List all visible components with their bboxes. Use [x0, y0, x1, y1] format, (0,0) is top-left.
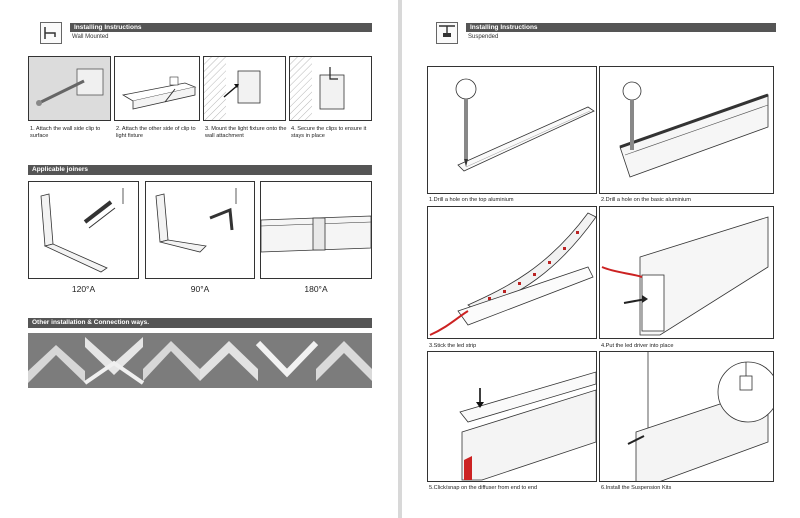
wall-step-2-caption: 2. Attach the other side of clip to ligh… [116, 126, 196, 139]
joiner-120-label: 120°A [71, 284, 96, 294]
suspended-step-5-caption: 5.Click/snap on the diffuser from end to… [429, 485, 538, 491]
suspended-step-5-image [427, 351, 597, 482]
wall-step-1-image [28, 56, 111, 121]
connection-ways-strip [28, 333, 372, 388]
joiner-90-image [145, 181, 255, 279]
wall-mount-icon [40, 22, 62, 44]
suspended-step-3-caption: 3.Stick the led strip [429, 343, 477, 349]
suspended-step-2-image [599, 66, 774, 194]
left-page: Installing Instructions Wall Mounted [0, 0, 398, 518]
suspended-step-4-caption: 4.Put the led driver into place [601, 343, 674, 349]
header-subtitle: Wall Mounted [72, 34, 109, 40]
suspended-step-4-image [599, 206, 774, 339]
suspended-step-1-caption: 1.Drill a hole on the top aluminium [429, 197, 514, 203]
joiner-120-image [28, 181, 139, 279]
suspended-step-2-caption: 2.Drill a hole on the basic aluminium [601, 197, 691, 203]
joiner-90-label: 90°A [190, 284, 210, 294]
suspended-step-6-image [599, 351, 774, 482]
header-title: Installing Instructions [70, 23, 372, 32]
wall-step-4-caption: 4. Secure the clips to ensure it stays i… [291, 126, 367, 139]
suspended-step-1-image [427, 66, 597, 194]
wall-step-4-image [289, 56, 372, 121]
other-installation-title: Other installation & Connection ways. [28, 318, 372, 328]
joiner-180-image [260, 181, 372, 279]
suspended-header: Installing Instructions Suspended [436, 22, 776, 44]
suspended-step-3-image [427, 206, 597, 339]
wall-step-2-image [114, 56, 200, 121]
header-subtitle: Suspended [468, 34, 499, 40]
suspended-step-6-caption: 6.Install the Suspension Kits [601, 485, 672, 491]
suspended-icon [436, 22, 458, 44]
wall-step-1-caption: 1. Attach the wall side clip to surface [30, 126, 101, 139]
joiner-180-label: 180°A [304, 284, 328, 294]
wall-mounted-header: Installing Instructions Wall Mounted [40, 22, 372, 44]
joiners-title: Applicable joiners [28, 165, 372, 175]
header-title: Installing Instructions [466, 23, 776, 32]
right-page: Installing Instructions Suspended 1.Dril… [402, 0, 800, 518]
spread-gap [398, 0, 402, 518]
wall-step-3-image [203, 56, 286, 121]
wall-step-3-caption: 3. Mount the light fixture onto the wall… [205, 126, 287, 139]
